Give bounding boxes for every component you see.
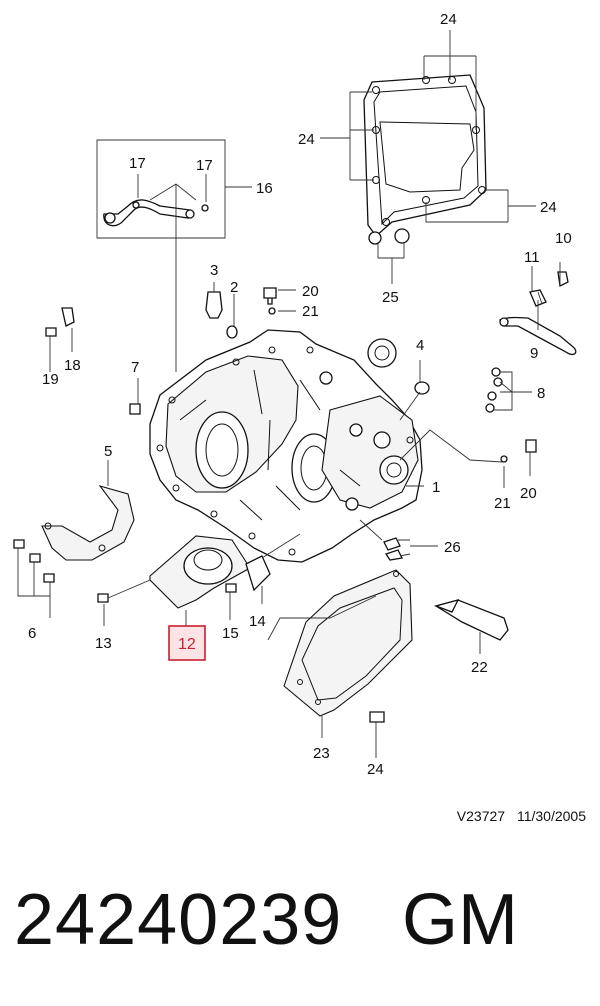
callout-labels: 24 24 24 25 17 17 16 3 2 20 21 10 11 18 …	[28, 11, 572, 778]
callout-24-left: 24	[298, 131, 315, 148]
callout-9: 9	[530, 345, 538, 362]
bracket-box-16	[96, 139, 252, 372]
pan-gasket	[363, 74, 487, 245]
callout-10: 10	[555, 230, 572, 247]
callout-26: 26	[444, 539, 461, 556]
callout-19: 19	[42, 371, 59, 388]
callout-12: 12	[178, 636, 196, 653]
callout-24-top: 24	[440, 11, 457, 28]
callout-20-right: 20	[520, 485, 537, 502]
leaders-24-25	[320, 30, 536, 284]
callout-17-left: 17	[129, 155, 146, 172]
callout-11: 11	[524, 249, 540, 266]
callout-20-top: 20	[302, 283, 319, 300]
callout-16: 16	[256, 180, 273, 197]
transmission-case	[149, 329, 423, 563]
callout-7: 7	[131, 359, 139, 376]
callout-4: 4	[416, 337, 424, 354]
heat-shield-5	[41, 485, 135, 561]
manufacturer: GM	[402, 880, 518, 960]
callout-3: 3	[210, 262, 218, 279]
callout-23: 23	[313, 745, 330, 762]
highlight-box-12	[168, 625, 206, 661]
callout-6: 6	[28, 625, 36, 642]
sealant-tube-22	[433, 598, 509, 641]
callout-21-right: 21	[494, 495, 511, 512]
callout-1: 1	[432, 479, 440, 496]
filter-12	[149, 535, 271, 609]
callout-17-right: 17	[196, 157, 213, 174]
callout-15: 15	[222, 625, 239, 642]
leader-lines	[17, 262, 561, 758]
drawing-reference: V23727 11/30/2005	[449, 808, 586, 824]
callout-24-bottom: 24	[367, 761, 384, 778]
callout-8: 8	[537, 385, 545, 402]
callout-22: 22	[471, 659, 488, 676]
callout-2: 2	[230, 279, 238, 296]
callout-25: 25	[382, 289, 399, 306]
callout-13: 13	[95, 635, 112, 652]
callout-18: 18	[64, 357, 81, 374]
drawing-date: 11/30/2005	[516, 808, 586, 824]
callout-24-right: 24	[540, 199, 557, 216]
part-number: 24240239	[14, 880, 343, 960]
callout-5: 5	[104, 443, 112, 460]
bolts	[13, 539, 385, 723]
callout-21-top: 21	[302, 303, 319, 320]
callout-14: 14	[249, 613, 266, 630]
drawing-code: V23727	[456, 808, 506, 824]
oil-pan-23	[283, 569, 413, 717]
small-parts	[45, 271, 577, 561]
